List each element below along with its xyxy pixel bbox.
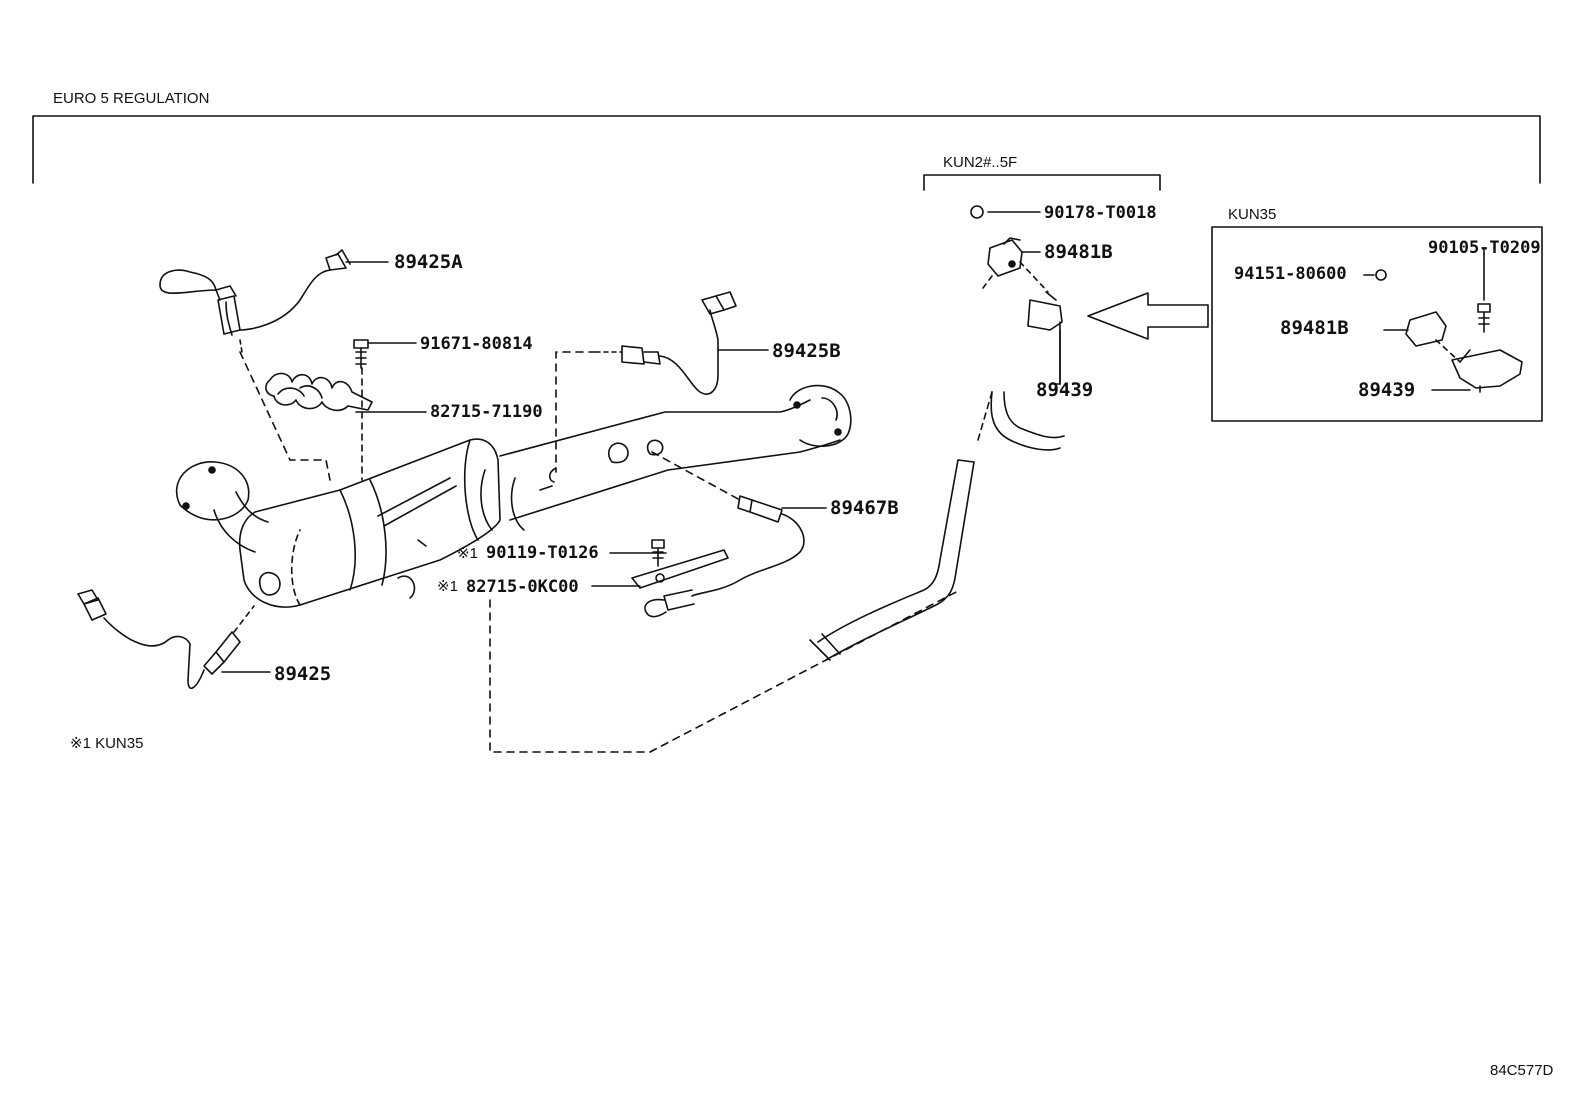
part-label-82715-71190[interactable]: 82715-71190: [430, 402, 543, 422]
part-label-89425[interactable]: 89425: [274, 663, 332, 685]
bolt-90119-drawing: [651, 539, 665, 567]
part-label-90119-T0126[interactable]: 90119-T0126: [486, 543, 599, 563]
regulation-title: EURO 5 REGULATION: [53, 90, 210, 107]
part-label-89425B[interactable]: 89425B: [772, 340, 841, 362]
kun35-inset-parts-drawing: [1363, 253, 1523, 393]
part-label-90178-T0018[interactable]: 90178-T0018: [1044, 203, 1157, 223]
bolt-91671-drawing: [353, 339, 369, 369]
leader-lines: [221, 249, 1485, 673]
part-label-89439-inset[interactable]: 89439: [1358, 379, 1416, 401]
dashed-89425A-link: [239, 351, 331, 481]
kun2-vsv-drawing: [970, 205, 1063, 385]
sensor-89425A-drawing: [159, 249, 351, 353]
sensor-89425-drawing: [77, 589, 255, 690]
sensor-89467B-drawing: [644, 451, 805, 618]
variant-label-kun2: KUN2#..5F: [943, 154, 1018, 171]
clamp-82715-0KC00-drawing: [631, 549, 729, 589]
kun35-inset-box: [1211, 226, 1543, 422]
kun35-footnote: ※1 KUN35: [70, 735, 144, 752]
part-label-89481B-inset[interactable]: 89481B: [1280, 317, 1349, 339]
kun35-mark-82715: ※1: [437, 578, 458, 595]
center-exhaust-pipe: [480, 384, 852, 531]
dashed-long-link: [489, 589, 961, 753]
dashed-89425B-link: [555, 351, 597, 473]
catalytic-converter: [175, 438, 501, 608]
part-label-89467B[interactable]: 89467B: [830, 497, 899, 519]
part-label-91671-80814[interactable]: 91671-80814: [420, 334, 533, 354]
vacuum-hose-drawing: [809, 391, 1065, 661]
part-label-89439[interactable]: 89439: [1036, 379, 1094, 401]
part-label-94151-80600[interactable]: 94151-80600: [1234, 264, 1347, 284]
variant-label-kun35: KUN35: [1228, 206, 1277, 223]
direction-arrow: [1087, 292, 1209, 340]
part-label-82715-0KC00[interactable]: 82715-0KC00: [466, 577, 579, 597]
part-label-90105-T0209[interactable]: 90105-T0209: [1428, 238, 1541, 258]
part-label-89481B[interactable]: 89481B: [1044, 241, 1113, 263]
insulator-82715-71190-drawing: [265, 372, 373, 412]
regulation-bracket: [32, 115, 1541, 184]
part-label-89425A[interactable]: 89425A: [394, 251, 463, 273]
kun35-mark-90119: ※1: [457, 545, 478, 562]
illustration-code: 84C577D: [1490, 1062, 1554, 1079]
kun2-bracket: [923, 174, 1161, 191]
sensor-89425B-drawing: [595, 291, 737, 395]
